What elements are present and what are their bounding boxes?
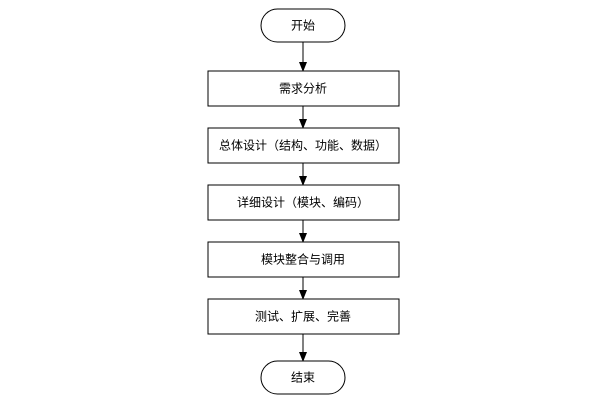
process-step-testing: 测试、扩展、完善: [207, 298, 400, 335]
process-box: [207, 70, 400, 107]
start-label: 开始: [291, 19, 315, 33]
start-terminal: 开始: [260, 8, 346, 43]
process-box: [207, 298, 400, 335]
process-step-integration: 模块整合与调用: [207, 241, 400, 278]
step-label-detailed-design: 详细设计（模块、编码）: [237, 195, 369, 210]
process-step-requirements: 需求分析: [207, 70, 400, 107]
process-box: [207, 241, 400, 278]
end-terminal: 结束: [260, 360, 346, 395]
step-label-testing: 测试、扩展、完善: [255, 309, 351, 324]
end-terminal-shape: [260, 360, 346, 395]
step-label-overall-design: 总体设计（结构、功能、数据）: [219, 138, 387, 153]
process-box: [207, 184, 400, 221]
step-label-integration: 模块整合与调用: [261, 252, 345, 267]
step-label-requirements: 需求分析: [279, 82, 327, 96]
process-step-detailed-design: 详细设计（模块、编码）: [207, 184, 400, 221]
end-label: 结束: [291, 371, 315, 385]
process-step-overall-design: 总体设计（结构、功能、数据）: [207, 127, 400, 164]
